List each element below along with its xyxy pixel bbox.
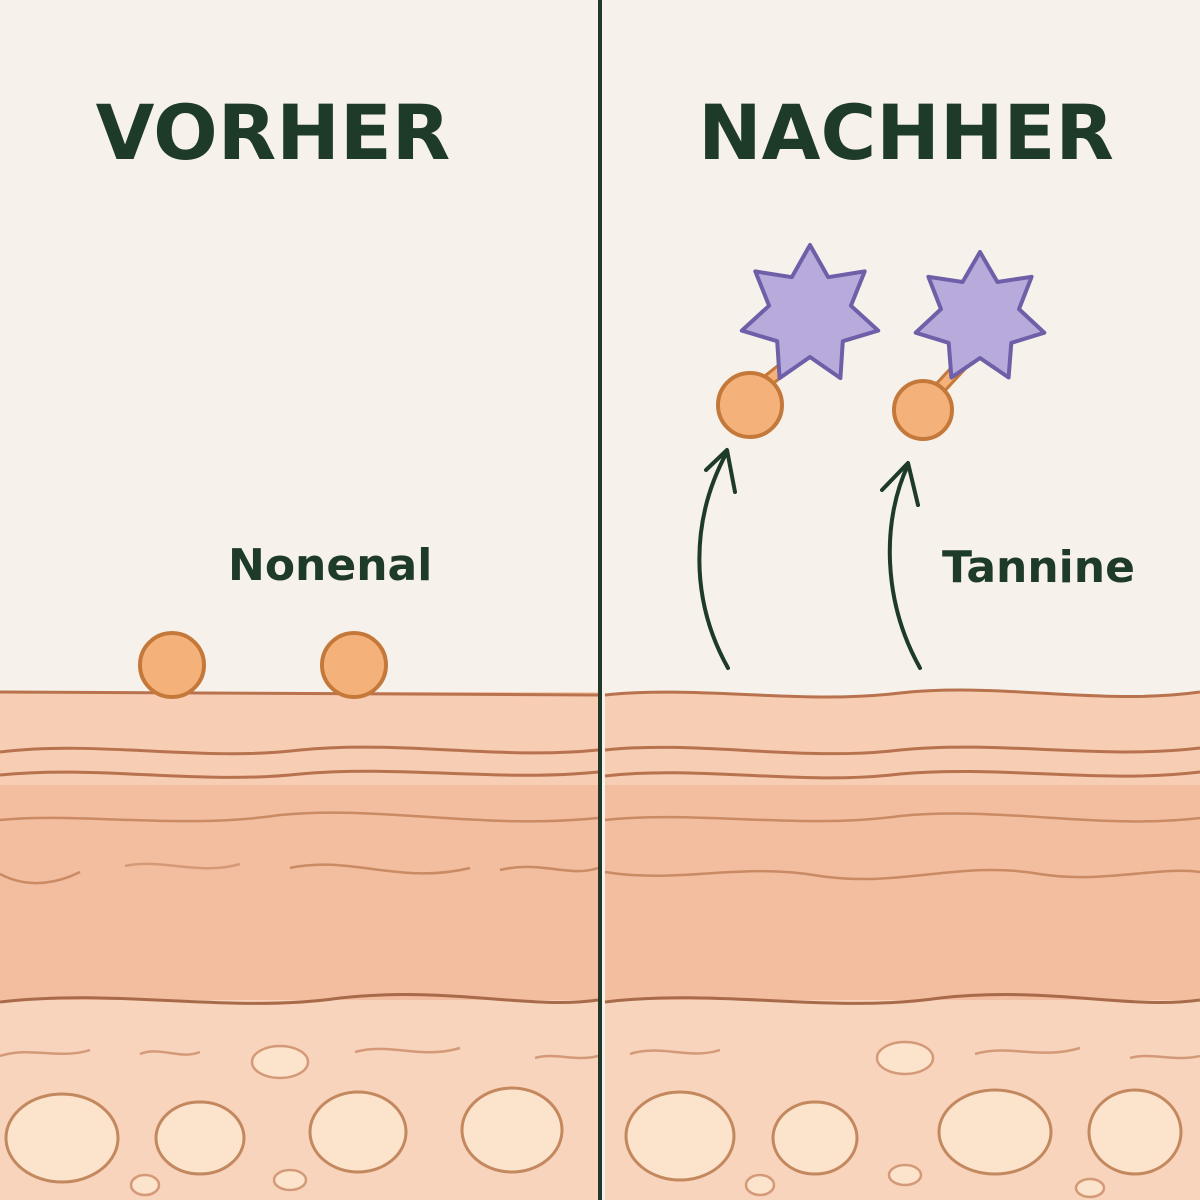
left-fat-cell-small (272, 1168, 308, 1192)
left-fiber (124, 862, 241, 870)
left-fiber (139, 1050, 201, 1056)
title-before: VORHER (95, 88, 451, 177)
left-layer-line (0, 993, 599, 1005)
left-dermis (0, 785, 598, 1000)
right-fiber (1129, 1054, 1200, 1060)
right-fiber (604, 868, 1200, 881)
left-skin (0, 690, 599, 1200)
right-fat-cell (624, 1090, 736, 1182)
left-fiber (499, 865, 599, 873)
left-fat-cell (250, 1044, 310, 1080)
right-fiber (629, 1048, 721, 1056)
left-fat-cell (308, 1090, 408, 1174)
right-layer-line (604, 745, 1200, 756)
left-layer-line (0, 745, 599, 756)
nonenal-molecule-icon (716, 371, 784, 439)
nonenal-molecules-left (138, 631, 388, 699)
right-layer-line (604, 993, 1200, 1005)
left-fiber (0, 1048, 91, 1058)
arrow-head-icon (704, 448, 737, 494)
right-fiber (974, 1046, 1081, 1056)
title-after: NACHHER (698, 88, 1114, 177)
left-fat-cell (4, 1092, 120, 1184)
nonenal-molecules-right (716, 371, 954, 441)
left-fiber (534, 1054, 599, 1060)
right-fat-cell-small (1074, 1177, 1106, 1199)
right-fat-cell (1087, 1088, 1183, 1176)
left-fiber (289, 863, 471, 875)
left-fat-cell (460, 1086, 564, 1174)
left-layer-line (0, 769, 599, 779)
label-tannine: Tannine (942, 542, 1135, 593)
right-fat-cell (771, 1100, 859, 1176)
right-layer-line (604, 770, 1200, 780)
left-fat-cell-small (129, 1173, 161, 1197)
right-skin-surface-line (604, 688, 1200, 699)
arrow-head-icon (880, 461, 920, 507)
nonenal-molecule-icon (892, 379, 954, 441)
right-skin (604, 688, 1200, 1200)
left-fiber (0, 870, 81, 885)
nonenal-molecule-icon (320, 631, 388, 699)
label-nonenal: Nonenal (228, 540, 433, 591)
left-fiber (354, 1046, 461, 1054)
right-fat-cell-small (744, 1173, 776, 1197)
curved-up-arrow-icon (887, 463, 922, 670)
right-fat-cell-small (887, 1163, 923, 1187)
left-skin-surface-line (0, 690, 599, 697)
nonenal-molecule-icon (138, 631, 206, 699)
right-layer-line (604, 812, 1200, 823)
left-fat-cell (154, 1100, 246, 1176)
tannin-star-icon (913, 250, 1047, 380)
right-fat-cell (875, 1040, 935, 1076)
right-fat-cell (937, 1088, 1053, 1176)
tannin-star-icon (739, 243, 881, 381)
curved-up-arrow-icon (697, 450, 730, 670)
lift-arrows (697, 448, 922, 670)
tannin-molecules (739, 243, 1047, 381)
left-layer-line (0, 811, 599, 823)
